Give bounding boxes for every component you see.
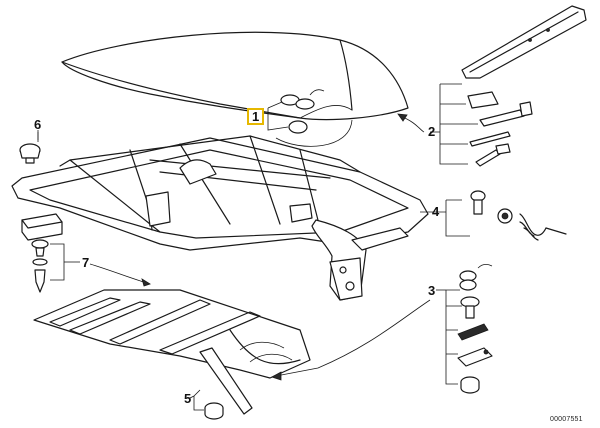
callout-5: 5	[184, 391, 192, 406]
arrow-3	[271, 371, 282, 381]
leader-1	[275, 119, 353, 147]
callout-6: 6	[34, 117, 42, 132]
callout-3: 3	[428, 283, 436, 298]
arrow-2	[397, 113, 408, 122]
part-4-spring-parts	[445, 190, 567, 241]
leader-5	[189, 395, 195, 399]
arrow-7	[141, 278, 151, 287]
part-2-rail-and-pins	[439, 5, 587, 167]
part-5-strap	[193, 347, 253, 420]
part-3-fasteners	[445, 264, 493, 394]
callout-1: 1	[247, 108, 265, 125]
document-number: 00007551	[550, 416, 583, 423]
top-frame	[11, 135, 429, 251]
callout-4: 4	[432, 204, 440, 219]
part-6-button	[19, 130, 41, 164]
leader-3-arrow	[275, 299, 431, 377]
part-7-small-parts	[21, 213, 65, 293]
leader-7	[89, 263, 151, 285]
callout-2: 2	[428, 124, 436, 139]
soft-top	[33, 289, 311, 379]
hinge-bracket	[311, 219, 409, 301]
part-1-clips	[267, 89, 325, 134]
hardtop-cover	[61, 31, 409, 121]
callout-7: 7	[82, 255, 90, 270]
